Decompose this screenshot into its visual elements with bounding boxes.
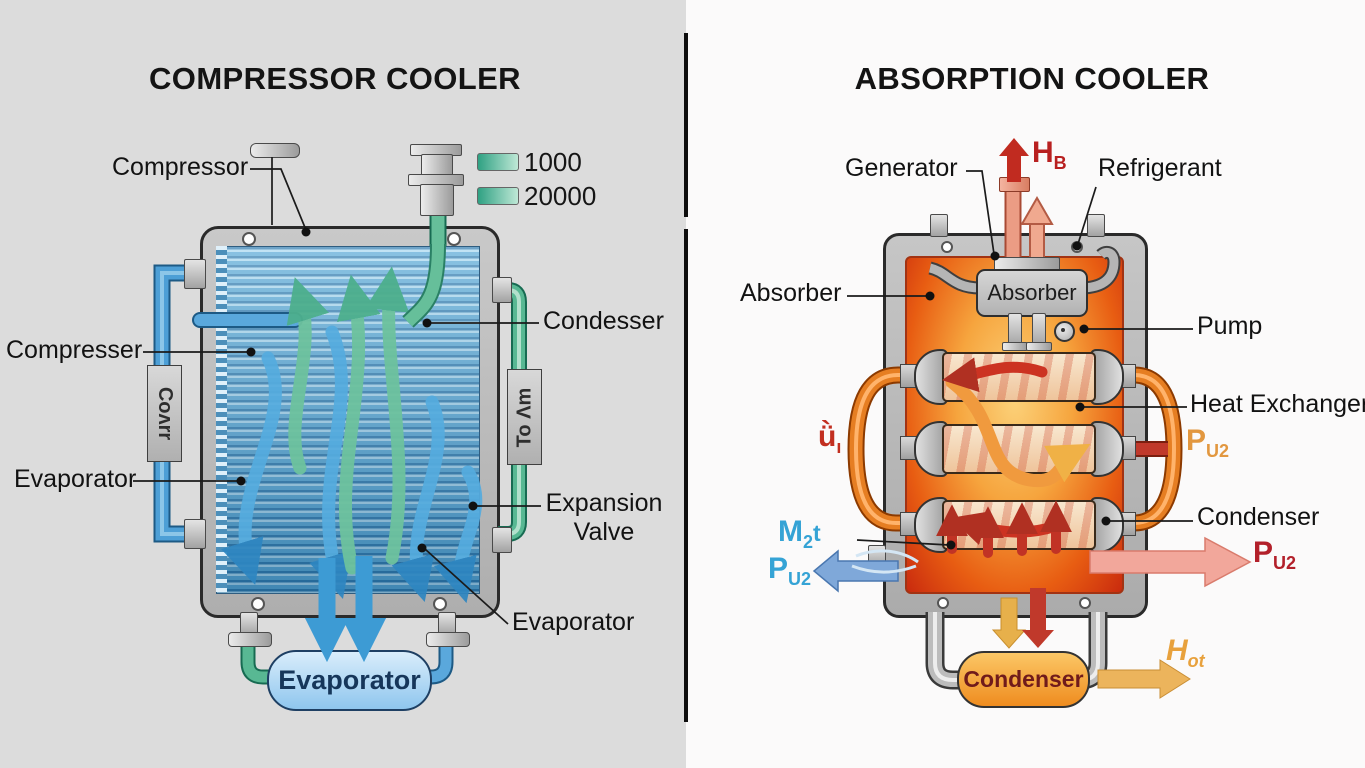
callout-lines — [133, 157, 1193, 625]
capsule-inlet-pipe-green — [240, 645, 285, 685]
heat-exchanger-loop-right — [1104, 366, 1183, 532]
callout-refrigerant: Refrigerant — [1098, 154, 1222, 182]
callout-compresser: Compresser — [6, 336, 143, 364]
callout-compressor: Compressor — [112, 153, 249, 181]
port-left-bottom — [184, 519, 206, 549]
condenser-in-arrow-red — [1022, 588, 1054, 648]
left-panel-title: COMPRESSOR COOLER — [149, 61, 521, 96]
expansion-line2: Valve — [573, 517, 635, 546]
callout-generator: Generator — [845, 154, 958, 182]
pedestal-flange-right — [426, 632, 470, 647]
hot-out-arrow-orange — [1097, 659, 1191, 699]
annotation-pu2-orange: PU2 — [1186, 424, 1230, 461]
coil-flow-arrows-blue — [221, 325, 483, 604]
discharge-pipe-curl — [402, 243, 446, 328]
fitting-body-lower — [420, 184, 454, 216]
bolt — [1079, 597, 1091, 609]
callout-evaporator-side: Evaporator — [14, 465, 137, 493]
legend-value-1000: 1000 — [524, 147, 582, 177]
panel-divider-top — [684, 33, 688, 217]
right-panel-title: ABSORPTION COOLER — [854, 61, 1210, 96]
legend-swatch-20000 — [477, 187, 519, 205]
condenser-capsule-pipes-gray — [925, 612, 1108, 690]
callout-pump: Pump — [1197, 312, 1263, 340]
port-right-top — [492, 277, 512, 303]
side-label-box-left: Coʌrr — [147, 365, 182, 462]
legend-swatch-1000 — [477, 153, 519, 171]
compressor-cap-disk — [250, 143, 300, 158]
absorber-box-label: Absorber — [987, 280, 1077, 305]
annotation-pu2-red: PU2 — [1253, 536, 1297, 573]
bolt — [242, 232, 256, 246]
bolt — [941, 241, 953, 253]
pump-wheel — [1054, 321, 1075, 342]
outlet-arrow-salmon-right — [1089, 536, 1252, 588]
condenser-capsule-label: Condenser — [963, 666, 1084, 692]
heat-up-arrow-red — [999, 138, 1029, 182]
annotation-hb: HB — [1032, 136, 1067, 173]
callout-expansion-valve: Expansion Valve — [543, 489, 665, 547]
pedestal-flange-left — [228, 632, 272, 647]
coil-flow-arrows-green — [286, 266, 410, 575]
condenser-in-arrow-orange — [991, 597, 1027, 649]
port-right-bottom — [492, 527, 512, 553]
capsule-down-arrows — [304, 556, 387, 663]
callout-heat-exchanger: Heat Exchanger — [1190, 390, 1365, 418]
vessel-heat-arrows — [942, 357, 1091, 546]
callout-dots — [236, 227, 1111, 553]
expansion-line1: Expansion — [545, 489, 663, 517]
legend-value-20000: 20000 — [524, 181, 597, 211]
bolt — [937, 597, 949, 609]
absorber-side-pipes — [928, 245, 1121, 295]
condenser-capsule: Condenser — [957, 651, 1090, 708]
callout-evaporator-bottom: Evaporator — [512, 608, 635, 636]
annotation-hot: Hot — [1166, 634, 1205, 671]
annotation-pu2-blue: PU2 — [768, 552, 812, 589]
bolt — [447, 232, 461, 246]
heat-exchanger-loop-left — [847, 366, 930, 532]
callout-absorber: Absorber — [740, 279, 842, 307]
panel-divider-bottom — [684, 229, 688, 722]
outlet-arrow-blue-left — [812, 549, 899, 593]
annotation-u-red: ǜı — [818, 420, 842, 457]
top-post-right — [1087, 214, 1105, 237]
bolt — [251, 597, 265, 611]
coil-fin-comb-edge — [216, 246, 227, 592]
side-label-box-right: To Λm — [507, 369, 542, 465]
callout-condenser: Condenser — [1197, 503, 1320, 531]
outlet-swish-2 — [851, 564, 917, 574]
port-left-top — [184, 259, 206, 289]
annotation-m2t: M2t — [778, 515, 821, 552]
callout-condesser: Condesser — [543, 307, 664, 335]
outlet-swish-1 — [855, 549, 919, 564]
evaporator-capsule-label: Evaporator — [278, 665, 421, 695]
top-post-left — [930, 214, 948, 237]
absorber-stub-flange-right — [1026, 342, 1052, 351]
